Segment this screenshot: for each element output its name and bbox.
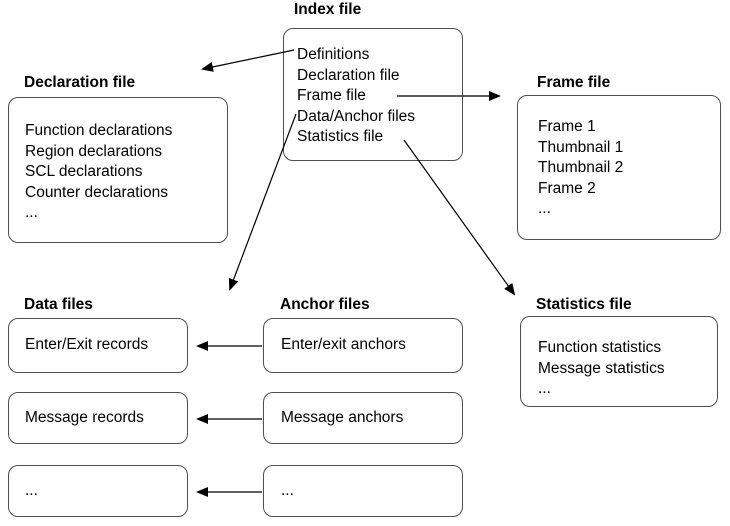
frame-entry-ellipsis: ... xyxy=(538,200,551,217)
anchor-file-box-message-anchors: Message anchors xyxy=(263,392,463,444)
declaration-entry-ellipsis: ... xyxy=(25,204,38,221)
frame-entry-frame-1: Frame 1 xyxy=(538,118,596,135)
anchor-file-box-enter-exit-anchors: Enter/exit anchors xyxy=(263,318,463,373)
statistics-file-title: Statistics file xyxy=(536,296,632,313)
anchor-file-box-ellipsis: ... xyxy=(263,465,463,517)
statistics-entry-ellipsis: ... xyxy=(538,380,551,397)
frame-file-title: Frame file xyxy=(537,74,611,91)
frame-file-box: Frame 1 Thumbnail 1 Thumbnail 2 Frame 2 … xyxy=(517,95,721,240)
data-file-label: ... xyxy=(25,481,38,499)
index-entry-declaration-file: Declaration file xyxy=(297,66,400,84)
index-entry-data-anchor-files: Data/Anchor files xyxy=(297,107,416,125)
anchor-file-label: Message anchors xyxy=(281,408,404,426)
data-file-box-enter-exit-records: Enter/Exit records xyxy=(8,318,188,373)
data-files-title: Data files xyxy=(24,296,93,313)
statistics-entry-message: Message statistics xyxy=(538,359,665,377)
index-entry-statistics-file: Statistics file xyxy=(297,128,384,145)
frame-entry-frame-2: Frame 2 xyxy=(538,179,596,197)
frame-entry-thumbnail-2: Thumbnail 2 xyxy=(538,159,624,176)
declaration-file-box: Function declarations Region declaration… xyxy=(8,97,228,243)
statistics-entry-function: Function statistics xyxy=(538,339,662,356)
index-file-box: Definitions Declaration file Frame file … xyxy=(283,28,463,161)
declaration-entry-counter: Counter declarations xyxy=(25,183,169,201)
frame-entry-thumbnail-1: Thumbnail 1 xyxy=(538,138,624,156)
data-file-box-ellipsis: ... xyxy=(8,465,188,517)
declaration-entry-function: Function declarations xyxy=(25,122,173,139)
declaration-file-title: Declaration file xyxy=(24,74,136,91)
arrow-index-to-statistics-file xyxy=(403,139,516,296)
declaration-entry-scl: SCL declarations xyxy=(25,163,143,180)
data-file-label: Enter/Exit records xyxy=(25,336,149,354)
index-entry-definitions: Definitions xyxy=(297,46,370,63)
index-file-title: Index file xyxy=(294,1,362,18)
anchor-file-label: ... xyxy=(281,481,294,499)
index-entry-frame-file: Frame file xyxy=(297,87,366,104)
statistics-file-box: Function statistics Message statistics .… xyxy=(520,316,718,407)
anchor-files-title: Anchor files xyxy=(280,296,370,313)
data-file-box-message-records: Message records xyxy=(8,392,188,444)
data-file-label: Message records xyxy=(25,408,144,426)
anchor-file-label: Enter/exit anchors xyxy=(281,336,406,354)
arrow-index-to-declaration-file xyxy=(201,49,295,72)
declaration-entry-region: Region declarations xyxy=(25,142,163,160)
